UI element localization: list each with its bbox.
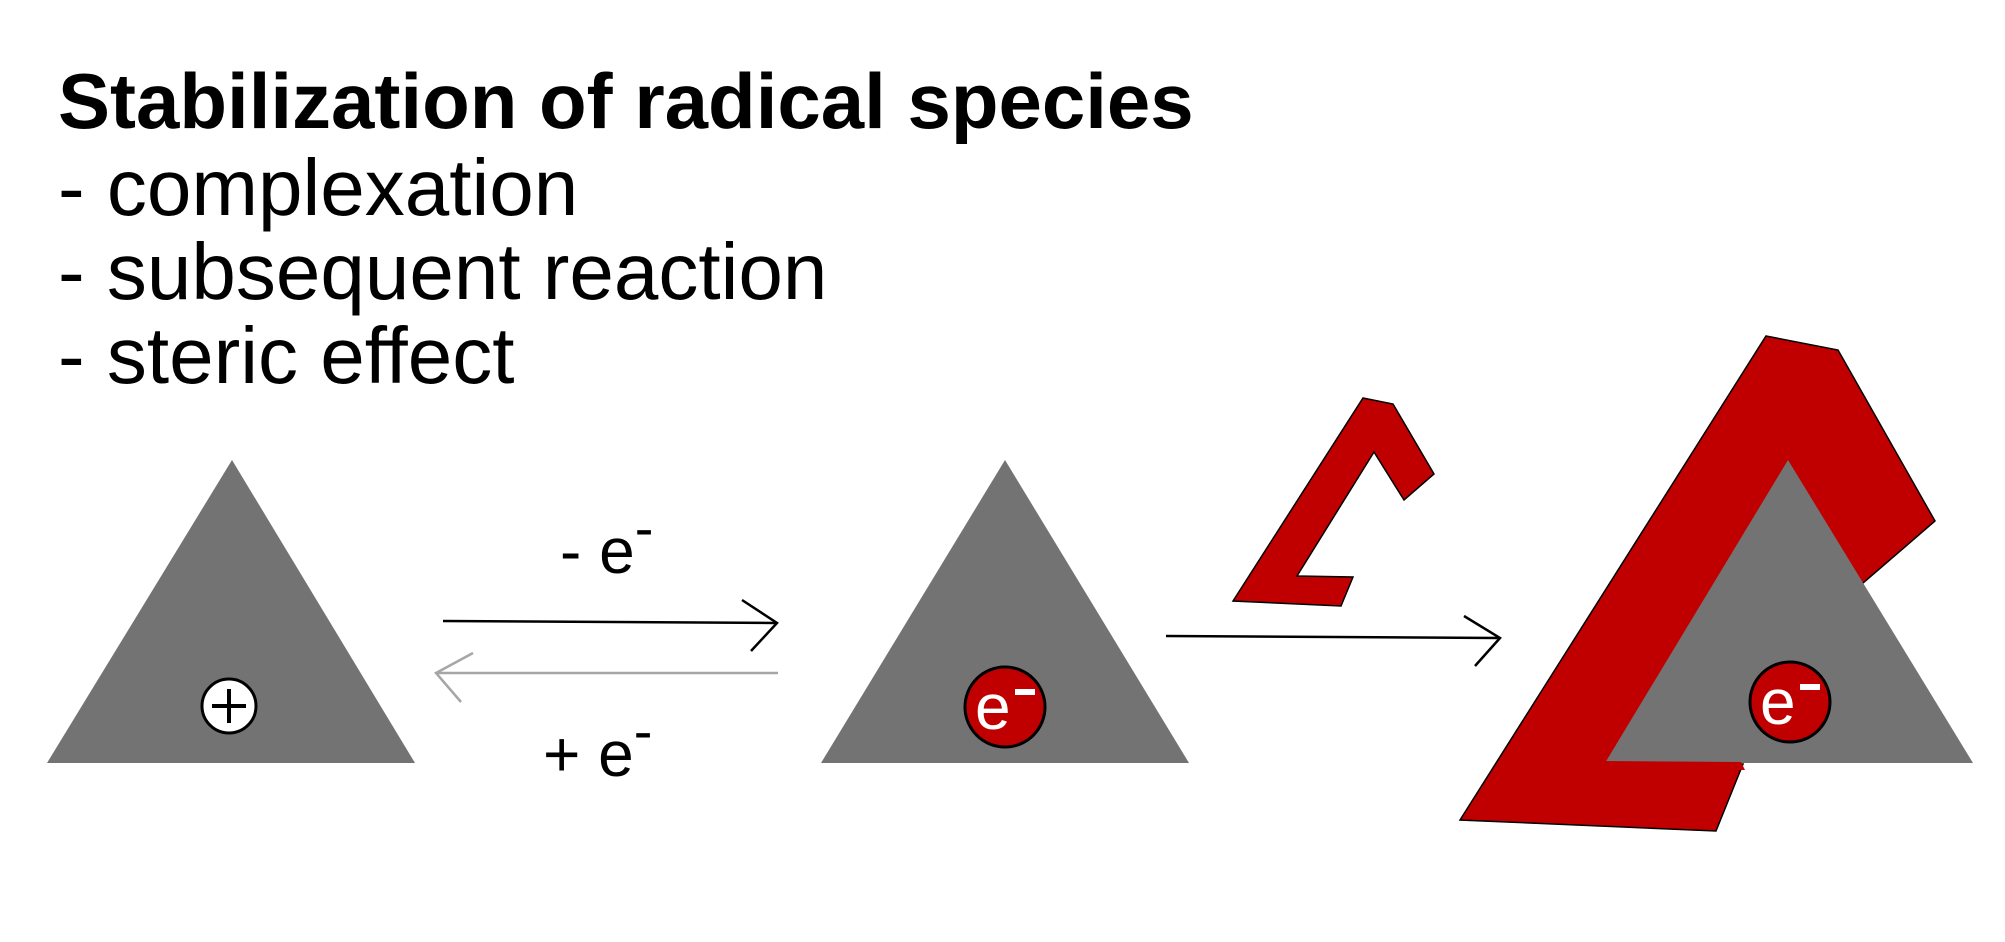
slide-title: Stabilization of radical species	[58, 57, 1194, 145]
cation-triangle	[47, 460, 415, 763]
shield-fragment	[1231, 397, 1435, 607]
forward-arrow	[442, 598, 779, 652]
svg-text:e: e	[975, 671, 1011, 743]
stabilized-triangle	[1605, 460, 1973, 763]
stabilized-electron-badge: e	[1748, 660, 1832, 744]
complexation-arrow	[1165, 614, 1502, 667]
bullet-subsequent-reaction: - subsequent reaction	[58, 227, 828, 316]
bullet-steric-effect: - steric effect	[58, 311, 515, 400]
bullet-complexation: - complexation	[58, 143, 579, 232]
bullet-list: - complexation - subsequent reaction - s…	[58, 146, 827, 398]
shield-base	[1600, 761, 1745, 770]
radical-triangle	[821, 460, 1189, 763]
electron-badge: e	[963, 665, 1047, 749]
oxidation-label: - e-	[560, 496, 653, 587]
reverse-arrow	[434, 651, 778, 703]
reduction-label: + e-	[543, 699, 652, 790]
cation-plus-icon	[200, 677, 258, 735]
svg-text:e: e	[1760, 666, 1796, 738]
